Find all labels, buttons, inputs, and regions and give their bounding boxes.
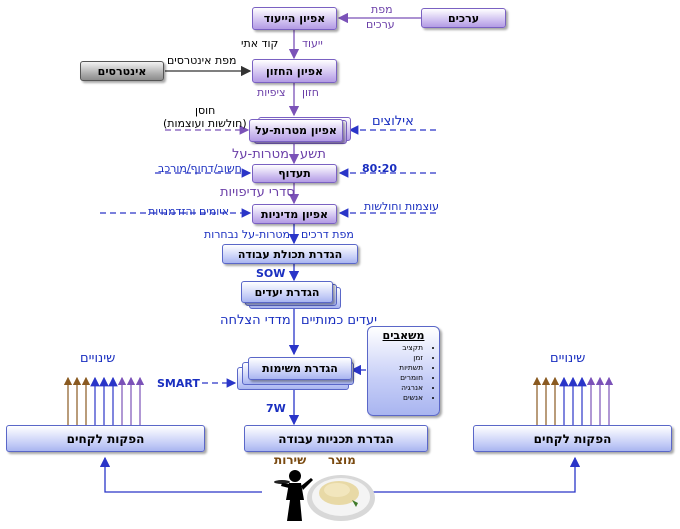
service-label: שירות: [274, 453, 307, 467]
goals-box: הגדרת יעדים: [241, 281, 333, 303]
right-change-arrows: [532, 376, 614, 425]
success-metrics-label: מדדי הצלחה: [220, 313, 291, 328]
rice-plate-icon: [307, 475, 375, 521]
vision-character-box: אפיון הייעוד: [252, 7, 337, 30]
resource-item: תשתיות: [372, 363, 423, 373]
answer-label: תשע: [300, 147, 326, 162]
vision-box: אפיון החזון: [252, 59, 337, 83]
chosen-objectives-label: מטרות-על נבחרות: [204, 228, 291, 241]
immunity-label-1: חוסן: [195, 104, 216, 117]
customer-outputs-right-box: הפקות לקחים: [473, 425, 672, 452]
product-label: מוצר: [328, 453, 356, 467]
customer-outputs-left-box: הפקות לקחים: [6, 425, 205, 452]
tasks-box: הגדרת משימות: [248, 357, 352, 380]
immunity-label-2: (חולשות ועוצמות): [163, 117, 247, 130]
resources-list: תקציב זמן תשתיות חומרים אנרגיה אנשים: [372, 343, 435, 403]
stakeholder-map-label: מפת אינטרסים: [167, 54, 237, 67]
left-change-arrows: [63, 376, 145, 425]
mission-label: ייעוד: [302, 37, 323, 50]
main-chain-arrows: [165, 12, 421, 205]
stakeholders-box: אינטרסים: [80, 61, 164, 81]
smart-label: SMART: [157, 377, 200, 390]
values-map-label-1: מפת: [371, 3, 393, 16]
resource-item: זמן: [372, 353, 423, 363]
values-box: ערכים: [421, 8, 506, 28]
importance-label: חשוב/דחוף/מורכב: [158, 162, 242, 175]
changes-right-label: שינויים: [550, 351, 586, 366]
prioritization-box: תעדוף: [252, 164, 337, 183]
ethics-code-label: קוד אתי: [241, 37, 279, 50]
objectives-box: אפיון מטרות-על: [249, 119, 343, 142]
resources-title: משאבים: [382, 329, 425, 342]
threats-label: איומים והזדמנויות: [148, 205, 230, 218]
changes-left-label: שינויים: [80, 351, 116, 366]
lower-chain-arrows: [288, 224, 366, 426]
work-definition-box: הגדרת תכולת עבודה: [222, 244, 358, 264]
ratio-label: 80:20: [362, 162, 398, 175]
vision-label: חזון: [302, 86, 319, 99]
resource-item: אנרגיה: [372, 383, 423, 393]
values-map-label-2: ערכים: [366, 18, 395, 31]
sow-label: SOW: [256, 267, 286, 280]
quant-goals-label: יעדים כמותיים: [301, 313, 378, 328]
expectations-label: ציפיות: [257, 86, 286, 99]
work-plans-box: הגדרת תכניות עבודה: [244, 425, 428, 452]
resources-box: משאבים תקציב זמן תשתיות חומרים אנרגיה אנ…: [367, 326, 440, 416]
objectives-label: מטרות-על: [232, 147, 289, 162]
feedback-arrows: [99, 456, 581, 493]
policy-box: אפיון מדיניות: [252, 204, 337, 224]
resource-item: אנשים: [372, 393, 423, 403]
w7-label: 7W: [266, 402, 286, 415]
constraints-in-label: אילוצים: [372, 114, 414, 129]
roadmap-label: מפת דרכים: [301, 228, 354, 241]
resource-item: חומרים: [372, 373, 423, 383]
dashed-inputs: [100, 125, 436, 388]
resource-item: תקציב: [372, 343, 423, 353]
strengths-label: עוצמות וחולשות: [364, 200, 440, 213]
priorities-label: סדרי עדיפויות: [220, 185, 295, 200]
waiter-silhouette-icon: [274, 470, 313, 521]
